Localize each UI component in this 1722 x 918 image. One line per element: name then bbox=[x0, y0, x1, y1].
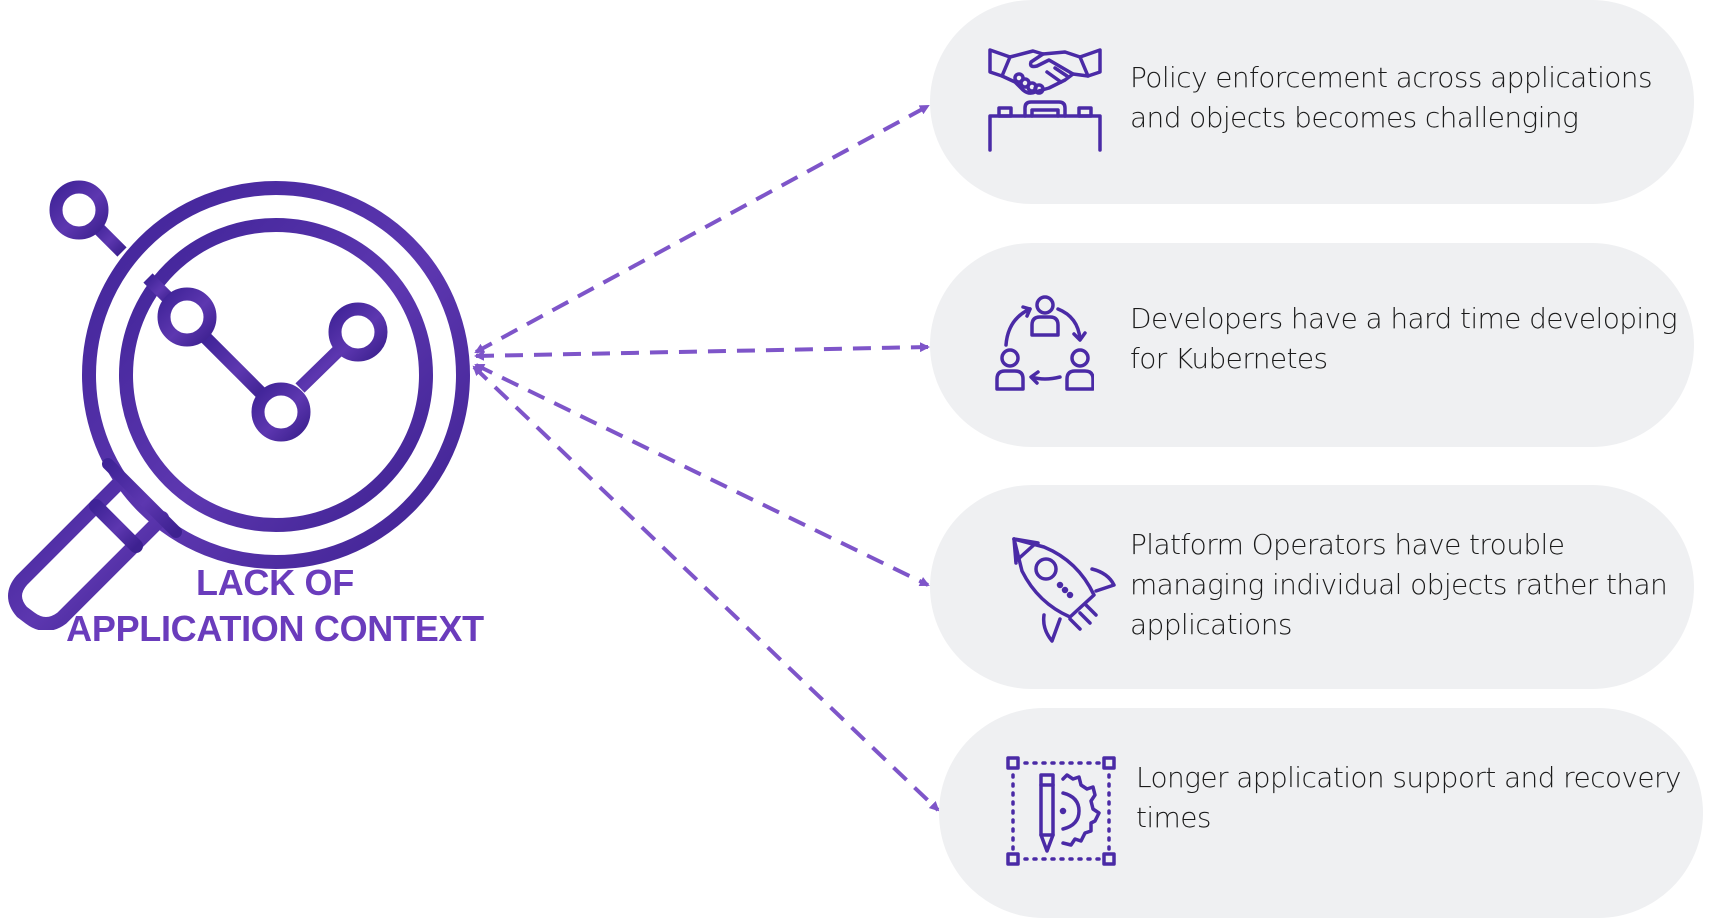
consequence-text: Platform Operators have trouble managing… bbox=[1130, 525, 1668, 645]
text-line: Platform Operators have trouble bbox=[1130, 528, 1565, 561]
arrow-to-developers bbox=[474, 342, 930, 361]
title-line-2: APPLICATION CONTEXT bbox=[66, 608, 484, 649]
central-concept-title: LACK OF APPLICATION CONTEXT bbox=[40, 560, 510, 652]
consequence-card-developers: Developers have a hard time developing f… bbox=[930, 243, 1694, 447]
rocket-icon bbox=[1012, 537, 1116, 643]
magnifier-chart-icon bbox=[2, 180, 470, 630]
arrow-to-support bbox=[472, 365, 940, 812]
consequence-text: Developers have a hard time developing f… bbox=[1130, 299, 1678, 379]
design-gear-icon bbox=[1006, 756, 1116, 866]
text-line: Policy enforcement across applications bbox=[1130, 61, 1653, 94]
arrow-to-operators bbox=[474, 363, 930, 587]
team-cycle-icon bbox=[995, 295, 1094, 391]
text-line: for Kubernetes bbox=[1130, 342, 1328, 375]
text-line: and objects becomes challenging bbox=[1130, 101, 1579, 134]
text-line: times bbox=[1136, 801, 1211, 834]
consequence-text: Policy enforcement across applications a… bbox=[1130, 58, 1653, 138]
title-line-1: LACK OF bbox=[196, 562, 354, 603]
text-line: Longer application support and recovery bbox=[1136, 761, 1681, 794]
text-line: managing individual objects rather than bbox=[1130, 568, 1668, 601]
consequence-card-policy: Policy enforcement across applications a… bbox=[930, 0, 1694, 204]
consequence-card-support: Longer application support and recovery … bbox=[939, 708, 1703, 918]
text-line: Developers have a hard time developing bbox=[1130, 302, 1678, 335]
consequence-text: Longer application support and recovery … bbox=[1136, 758, 1681, 838]
arrow-to-policy bbox=[474, 104, 930, 354]
handshake-briefcase-icon bbox=[988, 48, 1102, 152]
text-line: applications bbox=[1130, 608, 1292, 641]
consequence-card-operators: Platform Operators have trouble managing… bbox=[930, 485, 1694, 689]
